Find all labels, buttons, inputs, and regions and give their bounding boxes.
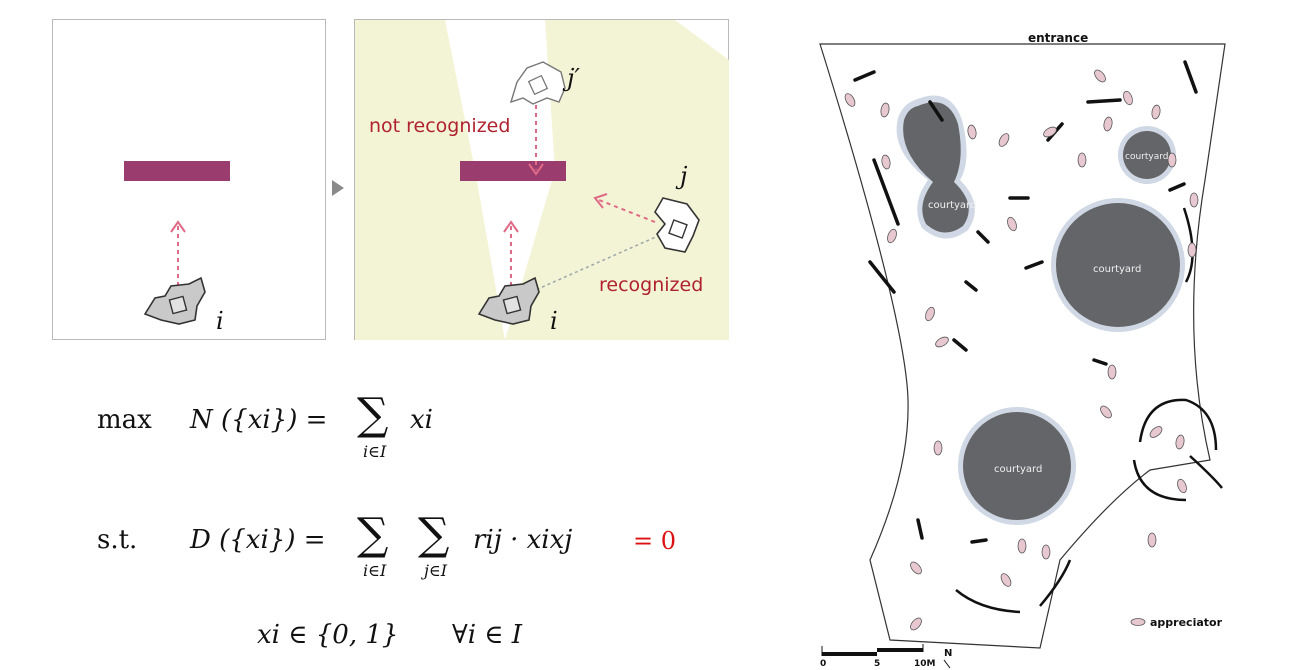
- courtyard-shape: [903, 102, 969, 233]
- partition-walls: [853, 60, 1198, 544]
- gaze-arrowhead-i: [503, 220, 519, 233]
- domain-constraint: xi ∈ {0, 1}: [257, 620, 399, 650]
- constraint-st: s.t.: [97, 525, 138, 555]
- museum-map: courtyard courtyard courtyard courtyard: [819, 31, 1226, 669]
- person-jprime-figure: [509, 61, 566, 105]
- scale-tick-0: 0: [820, 659, 826, 669]
- sight-area-left: [355, 20, 505, 340]
- objective-lhs: N ({xi}) =: [190, 405, 328, 435]
- courtyard-label: courtyard: [928, 200, 976, 211]
- wall-bar: [460, 161, 566, 181]
- objective-sum-index: i∈I: [363, 442, 387, 461]
- scale-tick-10m: 10M: [914, 659, 936, 669]
- north-arrow-icon: [943, 659, 951, 669]
- constraint-term: rij · xixj: [473, 525, 573, 555]
- legend-label: appreciator: [1150, 616, 1223, 629]
- wall-bar: [124, 161, 230, 181]
- panel-before-graphic: [124, 161, 230, 325]
- entrance-label: entrance: [1028, 31, 1088, 45]
- scale-bar: [821, 644, 924, 656]
- transition-arrow-icon: [332, 180, 344, 196]
- constraint-rhs: = 0: [633, 527, 677, 555]
- courtyard-label: courtyard: [1093, 264, 1141, 275]
- person-i-label: i: [216, 307, 224, 335]
- gaze-arrow-j: [598, 199, 656, 223]
- objective-op: max: [97, 405, 152, 435]
- forall-constraint: ∀i ∈ I: [452, 620, 523, 650]
- sight-line-i-j: [530, 231, 668, 293]
- panel-before: i: [52, 19, 326, 340]
- not-recognized-label: not recognized: [369, 115, 511, 137]
- courtyard-shape: [1056, 203, 1180, 327]
- appreciators: [844, 69, 1199, 631]
- constraint-sum2-icon: ∑: [418, 509, 450, 560]
- curved-walls: [955, 207, 1223, 614]
- courtyard-shape: [963, 412, 1071, 520]
- constraint-sum1-icon: ∑: [357, 509, 389, 560]
- constraint-sum2-index: j∈I: [424, 561, 448, 580]
- gaze-arrowhead-jprime: [528, 163, 544, 176]
- person-i-figure: [143, 276, 206, 325]
- person-j-label: j: [680, 162, 688, 190]
- panel-after: not recognized recognized i j j′: [354, 19, 729, 340]
- constraint-lhs: D ({xi}) =: [190, 525, 326, 555]
- person-i-figure: [477, 276, 540, 325]
- courtyard-shape: [1123, 131, 1171, 179]
- scale-tick-5: 5: [874, 659, 880, 669]
- objective-term: xi: [410, 405, 433, 435]
- gaze-arrowhead-j: [593, 193, 608, 209]
- appreciator-legend-icon: [1130, 618, 1146, 626]
- panel-after-graphic: [355, 20, 729, 340]
- person-j-figure: [654, 197, 700, 253]
- courtyard-label: courtyard: [1125, 152, 1168, 162]
- courtyard-label: courtyard: [994, 464, 1042, 475]
- sight-area-right: [505, 20, 729, 340]
- person-jprime-label: j′: [567, 64, 580, 92]
- gaze-arrowhead: [170, 220, 186, 233]
- constraint-sum1-index: i∈I: [363, 561, 387, 580]
- person-i-label: i: [550, 307, 558, 335]
- north-label: N: [944, 648, 952, 659]
- recognized-label: recognized: [599, 274, 704, 296]
- objective-sum-icon: ∑: [357, 389, 389, 440]
